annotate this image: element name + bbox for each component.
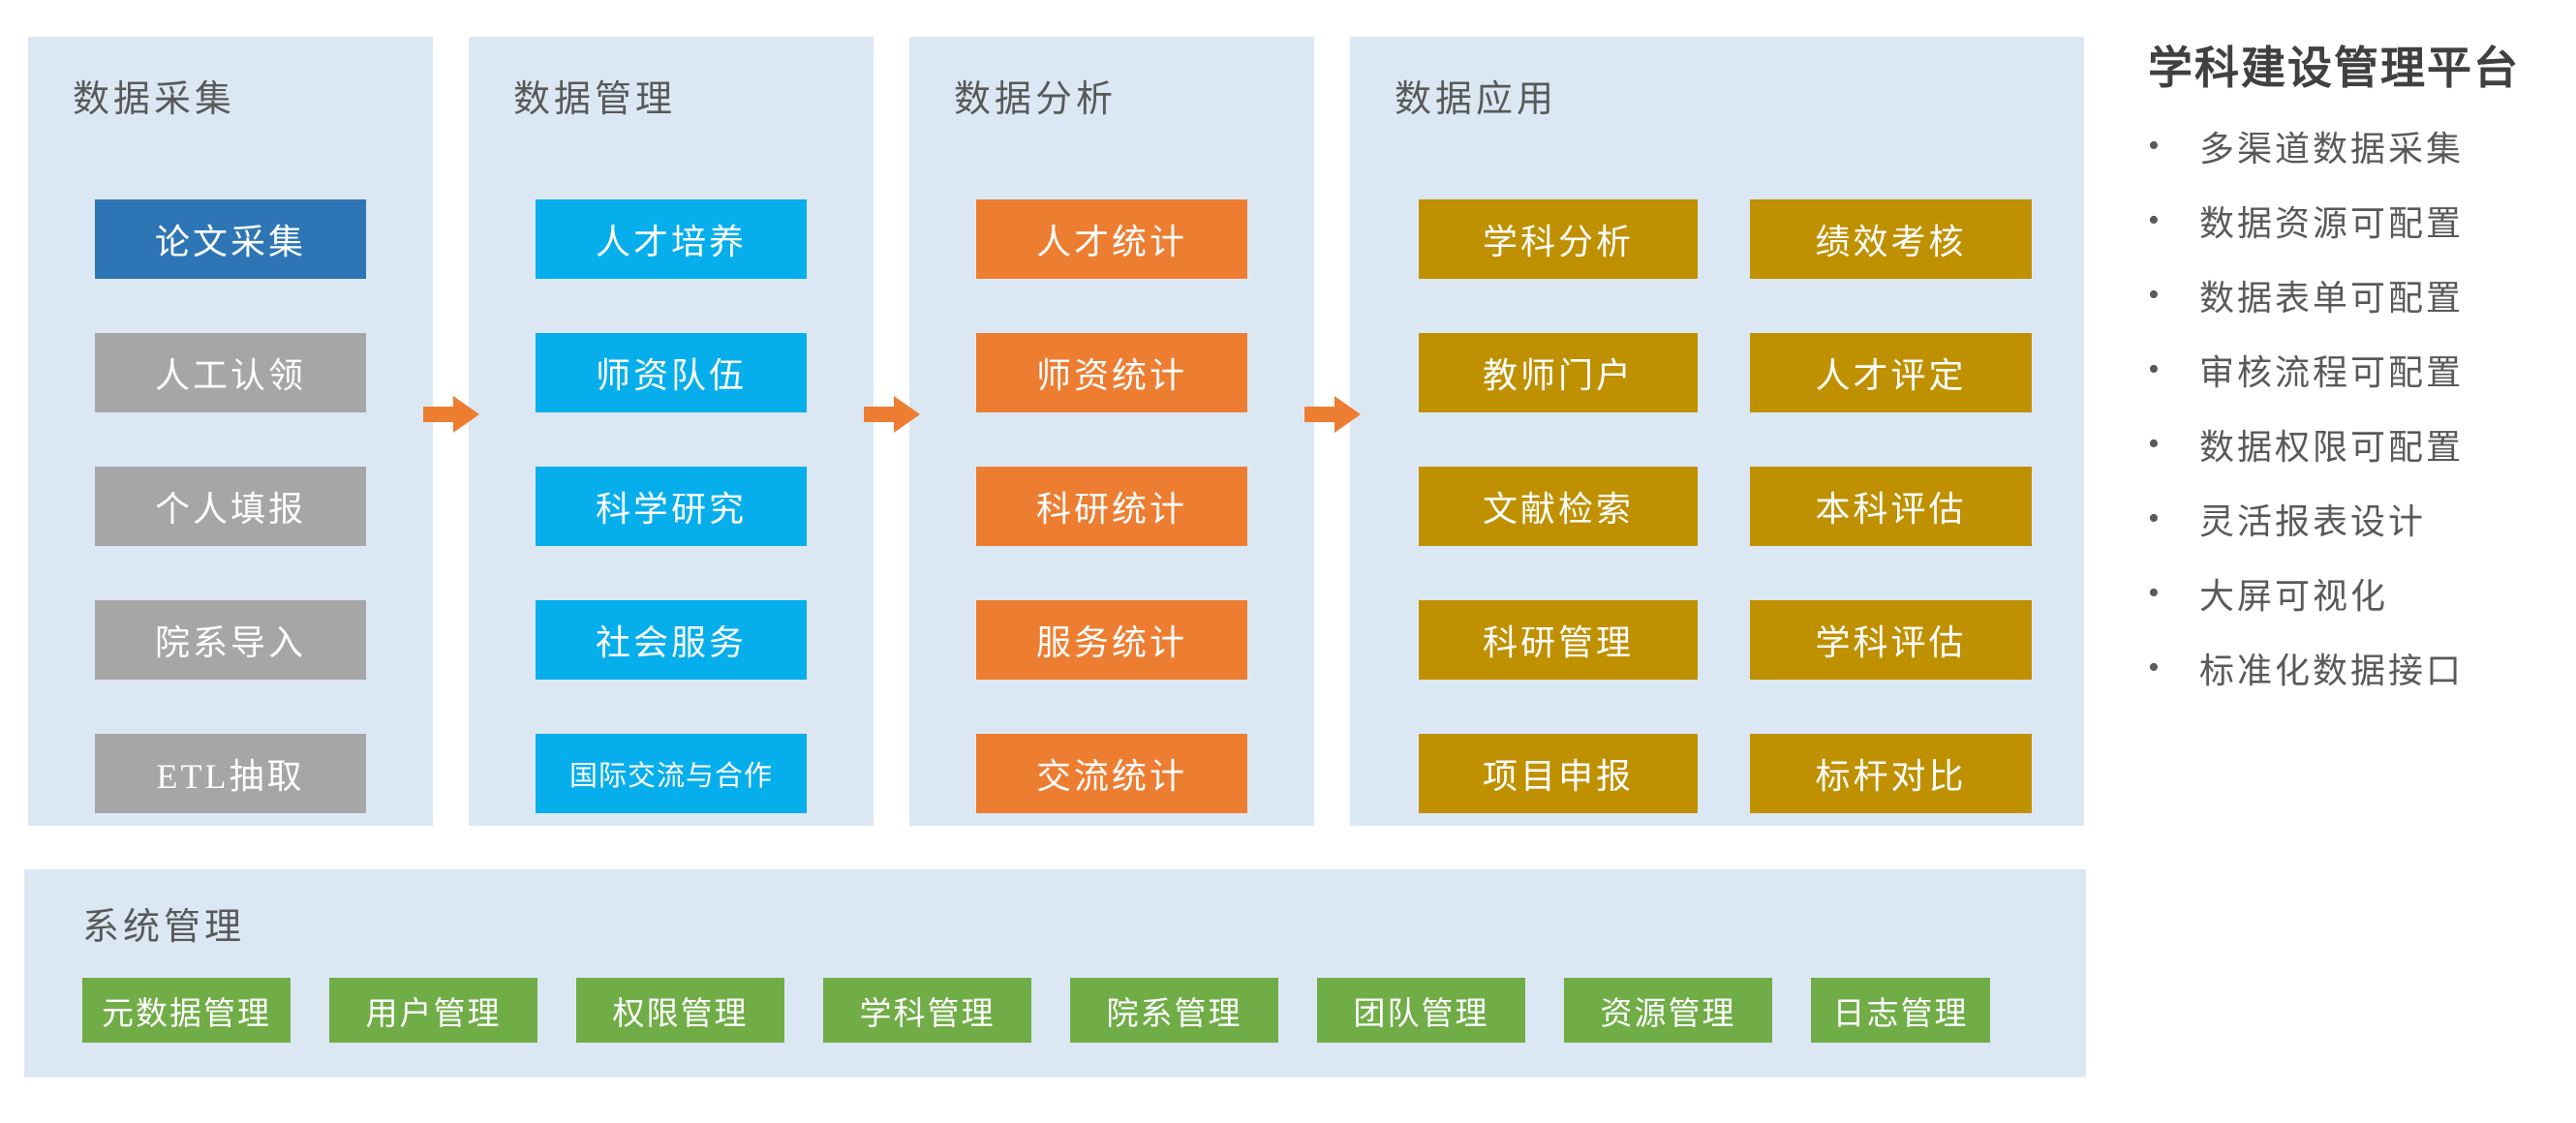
feature-list: • 多渠道数据采集 • 数据资源可配置 • 数据表单可配置 • 审核流程可配置 … — [2148, 108, 2574, 705]
arrow-right-icon — [1304, 396, 1361, 433]
panel-system-management: 系统管理 元数据管理 用户管理 权限管理 学科管理 院系管理 团队管理 资源管理… — [24, 869, 2086, 1077]
panel-data-management: 数据管理 人才培养 师资队伍 科学研究 社会服务 国际交流与合作 — [469, 37, 874, 826]
box-scientific-research: 科学研究 — [536, 467, 807, 546]
feature-text: 多渠道数据采集 — [2199, 129, 2465, 168]
box-log-management: 日志管理 — [1811, 978, 1990, 1043]
panel-data-application: 数据应用 学科分析 教师门户 文献检索 科研管理 项目申报 绩效考核 人才评定 … — [1350, 37, 2084, 826]
panel-title-data-application: 数据应用 — [1395, 79, 1558, 120]
feature-bullet: • 标准化数据接口 — [2148, 630, 2574, 705]
box-international-exchange: 国际交流与合作 — [536, 734, 807, 813]
box-paper-collection: 论文采集 — [95, 199, 366, 279]
box-faculty-team: 师资队伍 — [536, 333, 807, 412]
feature-text: 数据表单可配置 — [2199, 278, 2465, 318]
arrow-right-icon — [423, 396, 479, 433]
box-department-import: 院系导入 — [95, 600, 366, 680]
box-faculty-stats: 师资统计 — [976, 333, 1247, 412]
arrow-right-icon — [864, 396, 920, 433]
box-research-stats: 科研统计 — [976, 467, 1247, 546]
feature-text: 灵活报表设计 — [2199, 501, 2427, 541]
feature-text: 审核流程可配置 — [2199, 352, 2465, 392]
bullet-marker: • — [2148, 649, 2160, 685]
bullet-marker: • — [2148, 574, 2160, 611]
box-exchange-stats: 交流统计 — [976, 734, 1247, 813]
feature-bullet: • 大屏可视化 — [2148, 556, 2574, 630]
feature-text: 数据资源可配置 — [2199, 203, 2465, 243]
box-literature-search: 文献检索 — [1419, 467, 1698, 546]
box-talent-training: 人才培养 — [536, 199, 807, 279]
box-research-management: 科研管理 — [1419, 600, 1698, 680]
bullet-marker: • — [2148, 350, 2160, 387]
box-personal-report: 个人填报 — [95, 467, 366, 546]
platform-title: 学科建设管理平台 — [2148, 44, 2520, 93]
feature-bullet: • 多渠道数据采集 — [2148, 108, 2574, 183]
box-performance-assessment: 绩效考核 — [1750, 199, 2032, 279]
bullet-marker: • — [2148, 127, 2160, 164]
box-undergraduate-evaluation: 本科评估 — [1750, 467, 2032, 546]
panel-title-data-management: 数据管理 — [513, 79, 677, 120]
feature-bullet: • 数据表单可配置 — [2148, 258, 2574, 332]
bullet-marker: • — [2148, 276, 2160, 313]
box-permission-management: 权限管理 — [576, 978, 784, 1043]
box-metadata-management: 元数据管理 — [82, 978, 291, 1043]
feature-bullet: • 数据资源可配置 — [2148, 183, 2574, 258]
panel-data-collection: 数据采集 论文采集 人工认领 个人填报 院系导入 ETL抽取 — [28, 37, 433, 826]
feature-bullet: • 审核流程可配置 — [2148, 332, 2574, 407]
panel-title-data-collection: 数据采集 — [73, 79, 236, 120]
bullet-marker: • — [2148, 201, 2160, 238]
box-social-service: 社会服务 — [536, 600, 807, 680]
box-resource-management: 资源管理 — [1564, 978, 1772, 1043]
bullet-marker: • — [2148, 500, 2160, 536]
feature-text: 大屏可视化 — [2199, 576, 2389, 616]
box-etl-extract: ETL抽取 — [95, 734, 366, 813]
box-discipline-management: 学科管理 — [823, 978, 1031, 1043]
panel-title-system-management: 系统管理 — [82, 907, 246, 948]
box-teacher-portal: 教师门户 — [1419, 333, 1698, 412]
box-service-stats: 服务统计 — [976, 600, 1247, 680]
box-benchmark-comparison: 标杆对比 — [1750, 734, 2032, 813]
box-department-management: 院系管理 — [1070, 978, 1278, 1043]
box-discipline-analysis: 学科分析 — [1419, 199, 1698, 279]
platform-summary: 学科建设管理平台 • 多渠道数据采集 • 数据资源可配置 • 数据表单可配置 •… — [2148, 33, 2574, 690]
box-user-management: 用户管理 — [329, 978, 537, 1043]
box-project-application: 项目申报 — [1419, 734, 1698, 813]
box-team-management: 团队管理 — [1317, 978, 1525, 1043]
panel-title-data-analysis: 数据分析 — [954, 79, 1118, 120]
box-discipline-evaluation: 学科评估 — [1750, 600, 2032, 680]
box-manual-claim: 人工认领 — [95, 333, 366, 412]
feature-bullet: • 数据权限可配置 — [2148, 407, 2574, 481]
box-talent-evaluation: 人才评定 — [1750, 333, 2032, 412]
panel-data-analysis: 数据分析 人才统计 师资统计 科研统计 服务统计 交流统计 — [909, 37, 1314, 826]
feature-text: 数据权限可配置 — [2199, 427, 2465, 467]
box-talent-stats: 人才统计 — [976, 199, 1247, 279]
feature-bullet: • 灵活报表设计 — [2148, 481, 2574, 556]
feature-text: 标准化数据接口 — [2199, 651, 2465, 690]
bullet-marker: • — [2148, 425, 2160, 462]
